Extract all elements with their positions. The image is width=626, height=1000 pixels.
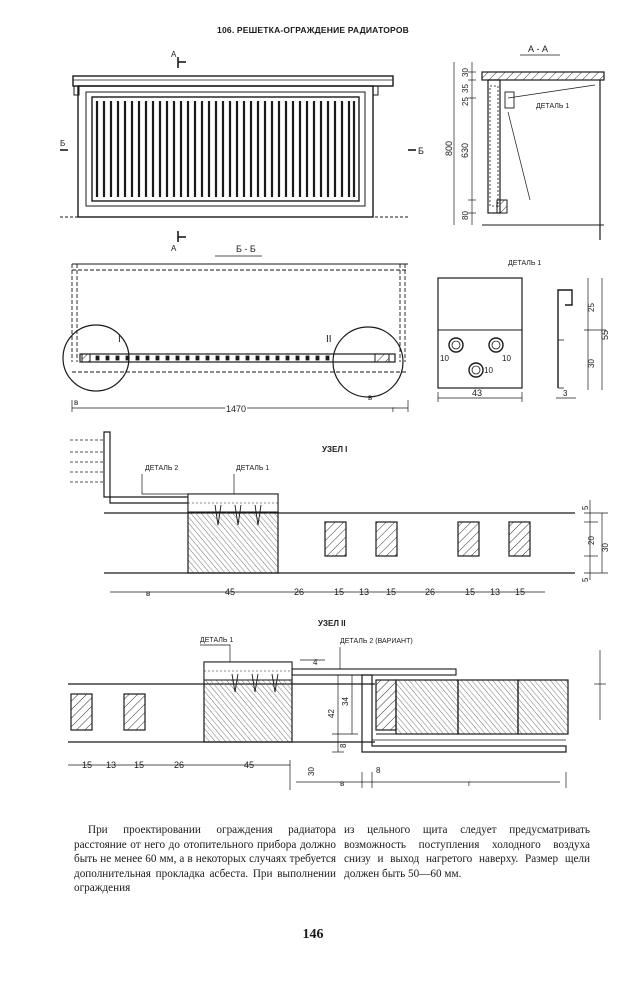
node-2-detail-2-label: ДЕТАЛЬ 2 (ВАРИАНТ): [340, 638, 413, 645]
node-2-bottom-v: в: [340, 779, 344, 788]
section-bb: [62, 255, 409, 412]
detail-1-dim-25: 25: [587, 303, 596, 312]
node-1-dim-5-top: 5: [581, 505, 590, 510]
body-text-right: из цельного щита следует предусматривать…: [344, 824, 590, 880]
detail-1-hole-dim-c: 10: [484, 366, 493, 375]
node-1-bottom-13b: 13: [490, 587, 500, 597]
section-aa: [453, 54, 605, 240]
detail-1: [437, 277, 606, 402]
node-2-detail-1-label: ДЕТАЛЬ 1: [200, 637, 233, 644]
node-1-callout-circle: [62, 324, 130, 392]
node-2-bottom-15b: 15: [134, 760, 144, 770]
detail-1-title: ДЕТАЛЬ 1: [508, 260, 541, 267]
bb-node-2-label: II: [326, 334, 332, 345]
node-2-title: УЗЕЛ II: [318, 619, 346, 628]
body-text-left: При проектировании ограждения радиатора …: [74, 824, 336, 894]
bb-node-1-label: I: [118, 334, 121, 345]
detail-1-dim-30: 30: [587, 359, 596, 368]
section-b-label-right: Б: [418, 146, 424, 156]
node-1-dim-20: 20: [587, 536, 596, 545]
node-1-bottom-15a: 15: [334, 587, 344, 597]
node-1-title: УЗЕЛ I: [322, 445, 347, 454]
node-2-bottom-13: 13: [106, 760, 116, 770]
bb-label-v: в: [74, 398, 78, 407]
section-a-label-bottom: А: [171, 244, 177, 253]
section-aa-title: А - А: [528, 44, 548, 54]
section-a-label-top: А: [171, 50, 177, 59]
section-bb-title: Б - Б: [236, 244, 256, 254]
node-2: [68, 644, 606, 790]
node-2-dim-8: 8: [339, 743, 348, 748]
node-2-bottom-15a: 15: [82, 760, 92, 770]
section-b-label-left: Б: [60, 139, 65, 148]
aa-detail-label: ДЕТАЛЬ 1: [536, 103, 569, 110]
node-2-dim-42: 42: [327, 709, 336, 718]
node-1-bottom-15d: 15: [515, 587, 525, 597]
node-2-dim-34: 34: [341, 697, 350, 706]
aa-dim-80: 80: [461, 211, 470, 220]
node-1-dim-30: 30: [601, 543, 610, 552]
node-1-bottom-45: 45: [225, 587, 235, 597]
node-1-bottom-v: в: [146, 589, 150, 598]
node-1-detail-2-label: ДЕТАЛЬ 2: [145, 465, 178, 472]
node-1-dim-5-bottom: 5: [581, 577, 590, 582]
node-1: [70, 431, 608, 593]
node-2-bottom-g: г: [468, 779, 471, 788]
aa-dim-800: 800: [444, 141, 454, 156]
node-1-bottom-13a: 13: [359, 587, 369, 597]
detail-1-hole-dim-b: 10: [502, 354, 511, 363]
node-2-bottom-26: 26: [174, 760, 184, 770]
node-2-dim-30: 30: [307, 767, 316, 776]
detail-1-hole-dim-a: 10: [440, 354, 449, 363]
grille-bars: [95, 101, 356, 197]
node-2-bottom-8: 8: [376, 766, 381, 775]
node-1-bottom-15b: 15: [386, 587, 396, 597]
front-view: [60, 57, 416, 242]
bb-label-g: г: [392, 405, 395, 414]
node-2-callout-circle: [332, 326, 404, 398]
detail-1-width: 43: [472, 388, 482, 398]
aa-dim-35: 35: [461, 84, 470, 93]
bb-label-v2: в: [368, 393, 372, 402]
page-title: 106. РЕШЕТКА-ОГРАЖДЕНИЕ РАДИАТОРОВ: [217, 25, 409, 35]
aa-dim-30: 30: [461, 68, 470, 77]
bb-dim-1470: 1470: [226, 404, 246, 414]
aa-dim-630: 630: [460, 143, 470, 158]
node-2-dim-4: 4: [313, 658, 318, 667]
detail-1-thickness: 3: [563, 389, 568, 398]
page-number: 146: [302, 927, 324, 942]
node-1-bottom-26b: 26: [425, 587, 435, 597]
node-1-detail-1-label: ДЕТАЛЬ 1: [236, 465, 269, 472]
aa-dim-25: 25: [461, 97, 470, 106]
node-1-bottom-15c: 15: [465, 587, 475, 597]
node-2-bottom-45: 45: [244, 760, 254, 770]
detail-1-dim-55: 55: [600, 330, 610, 340]
node-1-bottom-26a: 26: [294, 587, 304, 597]
